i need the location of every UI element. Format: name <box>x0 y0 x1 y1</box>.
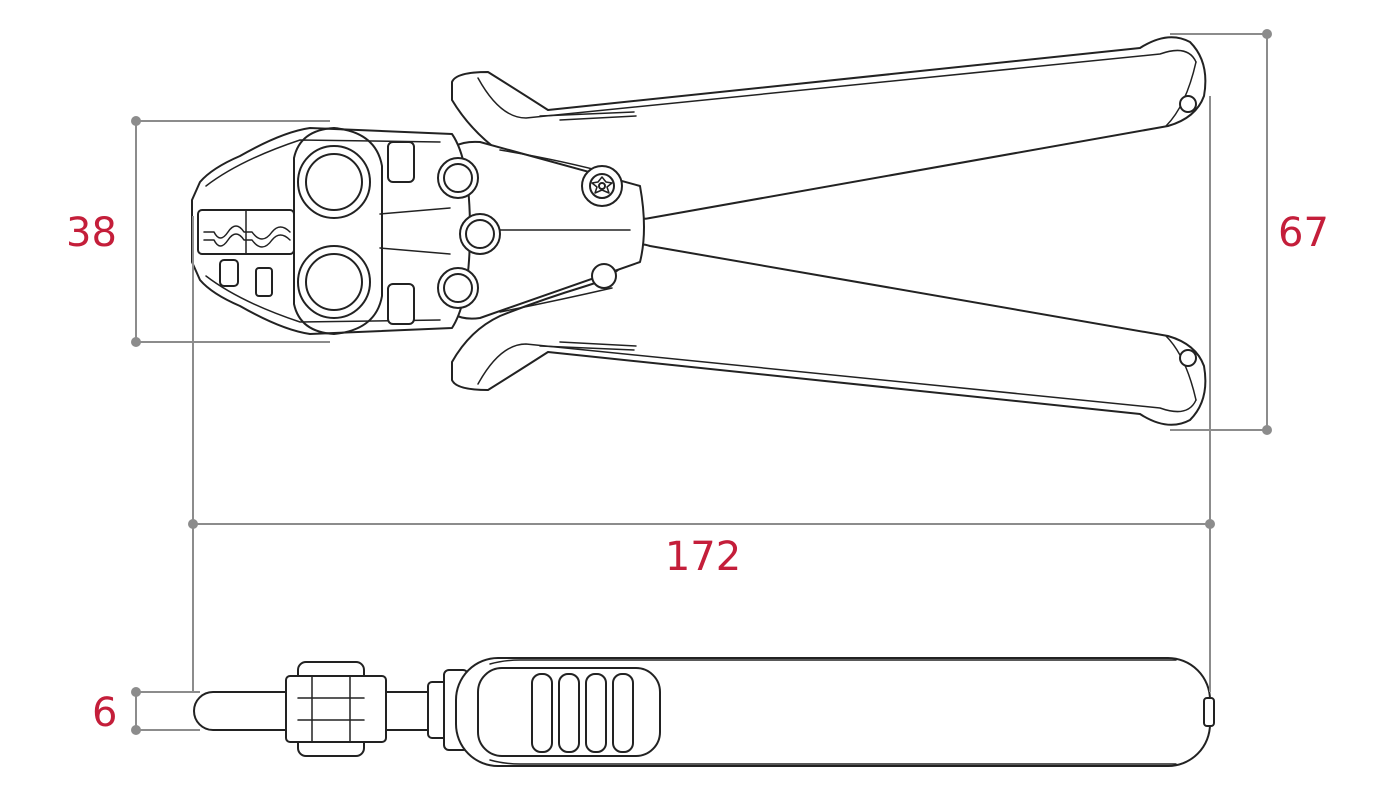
dim-38-dot-top <box>131 116 141 126</box>
rivet-upper-inner <box>443 163 473 193</box>
jaw-slot-4 <box>387 283 415 325</box>
jaw-split-line <box>379 207 451 255</box>
lower-handle-hole <box>1179 349 1197 367</box>
side-grip-rib-2 <box>558 673 580 753</box>
dim-172-dot-left <box>188 519 198 529</box>
lower-handle-inner-edge <box>477 343 1197 413</box>
dim-6-dot-bottom <box>131 725 141 735</box>
side-handle-end-cap <box>1203 697 1215 727</box>
pivot-hole <box>591 263 617 289</box>
jaw-head-inner-outline <box>205 139 441 323</box>
press-ring-frame <box>293 127 383 335</box>
jaw-slot-3 <box>387 141 415 183</box>
dim-67-dot-top <box>1262 29 1272 39</box>
press-ring-lower-inner <box>305 253 363 311</box>
adjustment-screw-center <box>598 182 606 190</box>
upper-handle-hole <box>1179 95 1197 113</box>
die-profile-upper <box>203 225 291 240</box>
dim-label-overall-height: 67 <box>1278 210 1329 256</box>
jaw-slot-1 <box>219 259 239 287</box>
dim-label-thickness: 6 <box>92 690 117 736</box>
dimension-lines <box>131 29 1272 735</box>
tool-top-view <box>191 36 1207 426</box>
dim-172-dot-right <box>1205 519 1215 529</box>
side-grip-inner-contour <box>489 659 1177 765</box>
jaw-slot-2 <box>255 267 273 297</box>
dim-label-jaw-height: 38 <box>66 210 117 256</box>
tool-side-view <box>193 657 1215 767</box>
dim-label-overall-length: 172 <box>665 534 741 580</box>
press-ring-upper-inner <box>305 153 363 211</box>
dim-38-dot-bottom <box>131 337 141 347</box>
dimension-labels: 38 67 172 6 <box>66 210 1329 736</box>
dim-6-dot-top <box>131 687 141 697</box>
lower-handle <box>451 243 1207 426</box>
upper-handle-inner-edge <box>477 49 1197 119</box>
rivet-middle-inner <box>465 219 495 249</box>
lower-handle-ridge <box>539 341 637 351</box>
side-hub-plate <box>285 675 387 743</box>
upper-handle-ridge <box>539 111 637 121</box>
side-grip-rib-1 <box>531 673 553 753</box>
die-profile-lower <box>203 233 291 248</box>
dim-67-dot-bottom <box>1262 425 1272 435</box>
rivet-lower-inner <box>443 273 473 303</box>
side-grip-rib-3 <box>585 673 607 753</box>
side-grip-rib-4 <box>612 673 634 753</box>
